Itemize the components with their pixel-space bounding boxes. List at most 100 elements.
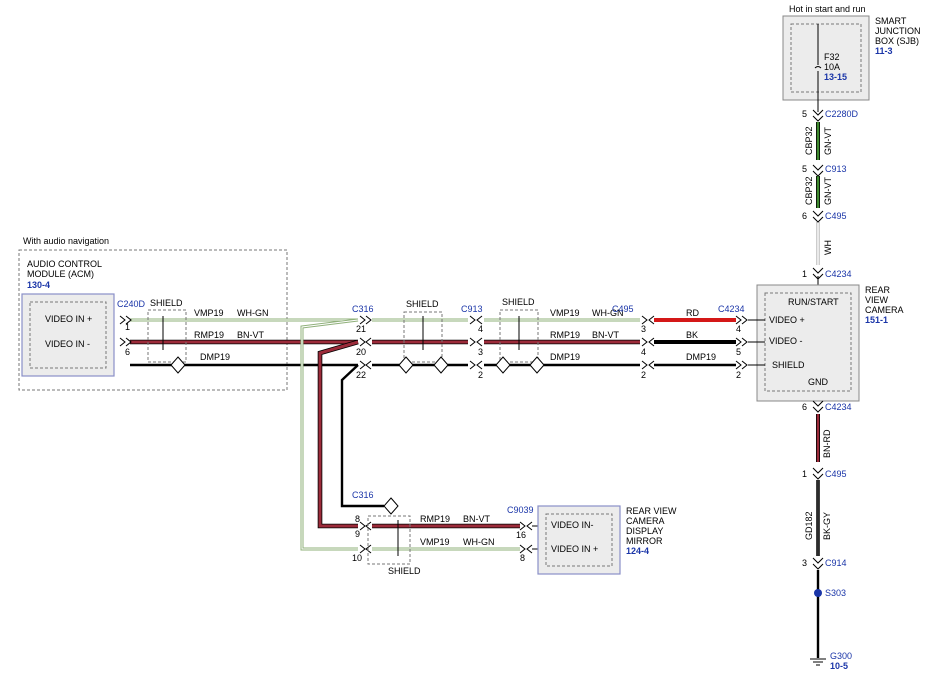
- mirror-video-plus: VIDEO IN +: [551, 544, 598, 554]
- wire-color-label: WH-GN: [592, 308, 624, 318]
- shield-acm: [147, 309, 187, 363]
- fuse-label: F32: [824, 52, 840, 62]
- ground-g300[interactable]: G300: [830, 651, 852, 661]
- camera-gnd: GND: [808, 377, 829, 387]
- pin-label: 1: [802, 269, 807, 279]
- c914-connector-icon: [812, 557, 824, 570]
- shield-mirror: [367, 515, 411, 565]
- acm-ref[interactable]: 130-4: [27, 280, 50, 290]
- mirror-ref[interactable]: 124-4: [626, 546, 649, 556]
- wire-label: RMP19: [194, 330, 224, 340]
- wire-label: DMP19: [686, 352, 716, 362]
- shield-label: SHIELD: [150, 298, 183, 308]
- pin-label: 5: [802, 164, 807, 174]
- wire-label: VMP19: [194, 308, 224, 318]
- connector-c495-bottom[interactable]: C495: [825, 469, 847, 479]
- connector-c240d[interactable]: C240D: [117, 299, 146, 309]
- c495-connector-icon: [812, 210, 824, 223]
- connector-arrows: [119, 315, 748, 370]
- fuse-rating: 10A: [824, 62, 840, 72]
- acm-video-plus: VIDEO IN +: [45, 314, 92, 324]
- shield-label: SHIELD: [406, 299, 439, 309]
- wire-color-label: WH-GN: [237, 308, 269, 318]
- mirror-label-3: DISPLAY: [626, 526, 663, 536]
- wire-color-label: WH: [823, 240, 833, 255]
- connector-c316[interactable]: C316: [352, 304, 374, 314]
- pin-label: 1: [802, 469, 807, 479]
- fuse-ref[interactable]: 13-15: [824, 72, 847, 82]
- connector-c913[interactable]: C913: [461, 304, 483, 314]
- shield-c316-c913: [403, 311, 443, 363]
- mirror-label-4: MIRROR: [626, 536, 663, 546]
- wire-color-label: WH-GN: [463, 537, 495, 547]
- pin-label: 9: [355, 529, 360, 539]
- pin-label: 2: [736, 370, 741, 380]
- wire-color-label: RD: [686, 308, 699, 318]
- splice-s303[interactable]: S303: [825, 588, 846, 598]
- wire-label: RMP19: [420, 514, 450, 524]
- camera-label-3: CAMERA: [865, 305, 904, 315]
- connector-c495-top[interactable]: C495: [825, 211, 847, 221]
- pin-label: 22: [356, 370, 366, 380]
- connector-c316-mirror[interactable]: C316: [352, 490, 374, 500]
- power-note: Hot in start and run: [789, 4, 866, 14]
- pin-label: 2: [641, 370, 646, 380]
- ground-ref[interactable]: 10-5: [830, 661, 848, 671]
- wire-label: DMP19: [550, 352, 580, 362]
- wire-label: DMP19: [200, 352, 230, 362]
- acm-label-2: MODULE (ACM): [27, 269, 94, 279]
- wire-label: CBP32: [804, 176, 814, 205]
- wire-label: RMP19: [550, 330, 580, 340]
- connector-c914[interactable]: C914: [825, 558, 847, 568]
- mirror-video-minus: VIDEO IN-: [551, 520, 594, 530]
- pin-label: 4: [478, 324, 483, 334]
- wire-label: VMP19: [550, 308, 580, 318]
- wire-color-label: BN-VT: [237, 330, 265, 340]
- c4234-connector-icon: [812, 267, 824, 280]
- wire-color-label: BN-RD: [822, 429, 832, 458]
- pin-label: 8: [355, 514, 360, 524]
- wire-label: VMP19: [420, 537, 450, 547]
- connector-c2280d[interactable]: C2280D: [825, 109, 859, 119]
- pin-label: 20: [356, 347, 366, 357]
- mirror-label-2: CAMERA: [626, 516, 665, 526]
- shield-label: SHIELD: [388, 566, 421, 576]
- connector-c4234-bottom[interactable]: C4234: [825, 402, 852, 412]
- connector-c9039[interactable]: C9039: [507, 505, 534, 515]
- pin-label: 3: [478, 347, 483, 357]
- connector-c4234[interactable]: C4234: [718, 304, 745, 314]
- acm-video-minus: VIDEO IN -: [45, 339, 90, 349]
- wire-label: CBP32: [804, 126, 814, 155]
- camera-ref[interactable]: 151-1: [865, 315, 888, 325]
- pin-label: 16: [516, 530, 526, 540]
- shield-label: SHIELD: [502, 297, 535, 307]
- pin-label: 6: [125, 347, 130, 357]
- splice-s303-icon: [814, 589, 822, 597]
- c495-bottom-connector-icon: [812, 467, 824, 480]
- connector-c913-top[interactable]: C913: [825, 164, 847, 174]
- pin-label: 2: [478, 370, 483, 380]
- sjb-label-1: SMART: [875, 16, 907, 26]
- sjb-label-2: JUNCTION: [875, 26, 921, 36]
- wire-color-label: GN-VT: [823, 177, 833, 206]
- c4234-bottom-connector-icon: [812, 400, 824, 413]
- wire-color-label: BK-GY: [822, 512, 832, 540]
- connector-c4234-top[interactable]: C4234: [825, 269, 852, 279]
- pin-label: 4: [736, 324, 741, 334]
- acm-module: [21, 293, 115, 377]
- sjb-ref[interactable]: 11-3: [875, 46, 893, 56]
- rear-view-camera: [756, 284, 860, 402]
- sjb-label-3: BOX (SJB): [875, 36, 919, 46]
- pin-label: 21: [356, 324, 366, 334]
- pin-label: 3: [802, 558, 807, 568]
- pin-label: 1: [125, 322, 130, 332]
- pin-label: 4: [641, 347, 646, 357]
- connector-c495[interactable]: C495: [612, 304, 634, 314]
- camera-video-plus: VIDEO +: [769, 315, 805, 325]
- camera-label-1: REAR: [865, 285, 891, 295]
- camera-run-start: RUN/START: [788, 297, 839, 307]
- acm-note: With audio navigation: [23, 236, 109, 246]
- pin-label: 5: [802, 109, 807, 119]
